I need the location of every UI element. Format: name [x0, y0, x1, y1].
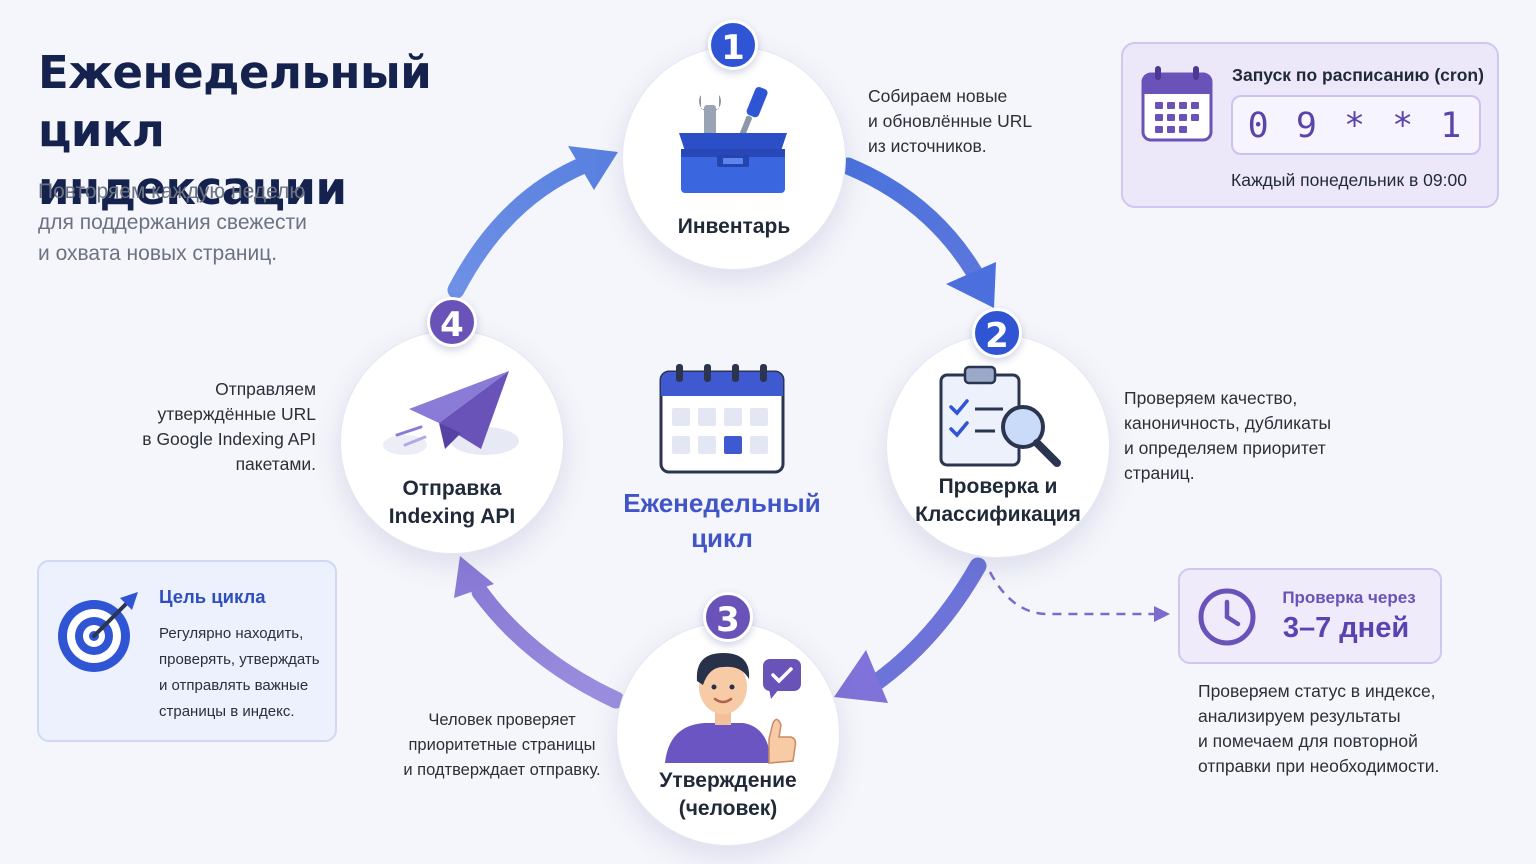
page-title: Еженедельный цикл индексации: [38, 44, 468, 218]
step-2-label: Проверка и Классификация: [887, 473, 1109, 529]
arrow-step3-to-step4: [454, 556, 625, 709]
center-title-line-1: Еженедельный: [623, 488, 821, 518]
goal-title: Цель цикла: [159, 586, 266, 607]
step-4-desc-line-4: пакетами.: [235, 454, 316, 474]
step-4-label-line-2: Indexing API: [388, 505, 516, 528]
recheck-description: Проверяем статус в индексе, анализируем …: [1198, 679, 1478, 779]
calendar-icon: [659, 364, 785, 474]
step-1-label-line-1: Инвентарь: [677, 215, 791, 238]
paper-plane-icon: [383, 371, 519, 455]
step-4-description: Отправляем утверждённые URL в Google Ind…: [96, 377, 316, 477]
step-3-node: Утверждение (человек): [616, 622, 840, 846]
goal-text: Регулярно находить, проверять, утверждат…: [159, 621, 335, 725]
page-subtitle: Повторяем каждую неделю для поддержания …: [38, 176, 358, 269]
arrow-step1-to-step2: [839, 157, 996, 308]
step-2-desc-line-1: Проверяем качество,: [1124, 388, 1298, 408]
step-3-desc-line-2: приоритетные страницы: [408, 736, 596, 754]
step-3-label-line-2: (человек): [678, 797, 778, 820]
step-4-node: Отправка Indexing API: [340, 330, 564, 554]
step-1-description: Собираем новые и обновлённые URL из исто…: [868, 84, 1088, 159]
goal-text-line-1: Регулярно находить,: [159, 625, 304, 642]
step-3-desc-line-3: и подтверждает отправку.: [403, 761, 601, 779]
recheck-desc-line-1: Проверяем статус в индексе,: [1198, 681, 1436, 701]
recheck-desc-line-2: анализируем результаты: [1198, 706, 1401, 726]
calendar-icon: [1141, 66, 1213, 142]
recheck-value: 3–7 дней: [1282, 612, 1410, 644]
clock-icon: [1198, 588, 1256, 646]
step-3-badge: 3: [703, 592, 753, 642]
target-arrow-icon: [58, 592, 138, 672]
step-2-desc-line-2: каноничность, дубликаты: [1124, 413, 1332, 433]
step-2-badge: 2: [972, 308, 1022, 358]
subtitle-line-2: для поддержания свежести: [38, 211, 307, 234]
step-1-badge: 1: [708, 20, 758, 70]
step-4-label-line-1: Отправка: [402, 477, 502, 500]
recheck-title: Проверка через: [1282, 588, 1416, 607]
center-title-line-2: цикл: [691, 523, 753, 553]
recheck-desc-line-4: отправки при необходимости.: [1198, 756, 1440, 776]
arrow-step4-to-step1: [447, 146, 618, 299]
step-4-desc-line-1: Отправляем: [215, 379, 316, 399]
recheck-desc-line-3: и помечаем для повторной: [1198, 731, 1418, 751]
goal-text-line-2: проверять, утверждать: [159, 651, 320, 668]
goal-text-line-4: страницы в индекс.: [159, 703, 295, 720]
cron-hint: Каждый понедельник в 09:00: [1231, 170, 1467, 190]
subtitle-line-1: Повторяем каждую неделю: [38, 180, 306, 203]
step-2-label-line-1: Проверка и: [938, 475, 1058, 498]
page-title-line-2: цикл индексации: [38, 104, 347, 215]
step-1-desc-line-1: Собираем новые: [868, 86, 1008, 106]
toolbox-icon: [679, 86, 787, 193]
step-2-description: Проверяем качество, каноничность, дублик…: [1124, 386, 1364, 486]
subtitle-line-3: и охвата новых страниц.: [38, 242, 278, 265]
recheck-card: [1178, 568, 1442, 664]
step-1-desc-line-2: и обновлённые URL: [868, 111, 1033, 131]
step-3-description: Человек проверяет приоритетные страницы …: [384, 708, 620, 783]
step-1-node: Инвентарь: [622, 46, 846, 270]
step-4-desc-line-2: утверждённые URL: [157, 404, 317, 424]
step-2-label-line-2: Классификация: [915, 503, 1081, 526]
step-3-label-line-1: Утверждение: [659, 769, 797, 792]
step-1-desc-line-3: из источников.: [868, 136, 987, 156]
step-4-label: Отправка Indexing API: [341, 475, 563, 531]
cron-title: Запуск по расписанию (cron): [1232, 65, 1484, 85]
center-title: Еженедельный цикл: [600, 486, 844, 556]
step-3-label: Утверждение (человек): [617, 767, 839, 823]
clipboard-magnifier-icon: [939, 365, 1061, 467]
step-4-badge: 4: [427, 297, 477, 347]
cron-expression: 0 9 * * 1: [1231, 95, 1481, 155]
step-3-desc-line-1: Человек проверяет: [428, 711, 576, 729]
step-4-desc-line-3: в Google Indexing API: [142, 429, 316, 449]
goal-text-line-3: и отправлять важные: [159, 677, 309, 694]
step-2-desc-line-4: страниц.: [1124, 463, 1195, 483]
arrow-step2-to-step3: [834, 557, 987, 703]
person-thumbs-up-icon: [665, 653, 801, 764]
dashed-arrow-to-recheck: [988, 571, 1170, 622]
step-2-desc-line-3: и определяем приоритет: [1124, 438, 1326, 458]
page-title-line-1: Еженедельный: [38, 46, 432, 99]
step-2-node: Проверка и Классификация: [886, 334, 1110, 558]
step-1-label: Инвентарь: [623, 213, 845, 241]
